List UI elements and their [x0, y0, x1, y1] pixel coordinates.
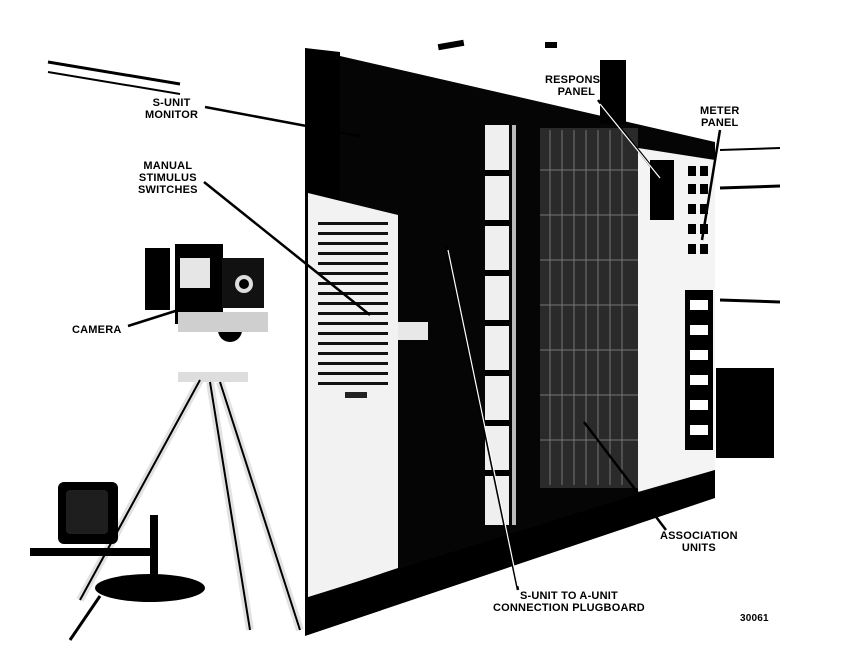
label-line: METER: [700, 105, 740, 117]
label-line: CONNECTION PLUGBOARD: [493, 602, 645, 614]
label-line: SWITCHES: [138, 184, 198, 196]
label-s-unit-monitor: S-UNIT MONITOR: [145, 97, 198, 121]
label-line: MANUAL: [143, 160, 193, 172]
label-line: PANEL: [557, 86, 596, 98]
label-line: UNITS: [681, 542, 716, 554]
label-line: CAMERA: [72, 324, 122, 336]
label-line: ASSOCIATION: [660, 530, 738, 542]
label-line: S-UNIT TO A-UNIT: [519, 590, 618, 602]
label-manual-stimulus-switches: MANUAL STIMULUS SWITCHES: [138, 160, 198, 196]
label-camera: CAMERA: [72, 324, 121, 336]
label-line: S-UNIT: [152, 97, 191, 109]
photo-number: 30061: [740, 613, 769, 624]
label-response-panel: RESPONSE PANEL: [545, 74, 608, 98]
label-meter-panel: METER PANEL: [700, 105, 740, 129]
label-association-units: ASSOCIATION UNITS: [660, 530, 738, 554]
label-line: STIMULUS: [138, 172, 197, 184]
grille-vents: [318, 222, 388, 385]
label-line: PANEL: [701, 117, 739, 129]
camera: [145, 244, 268, 382]
label-line: RESPONSE: [545, 74, 608, 86]
label-line: MONITOR: [145, 109, 199, 121]
label-connection-plugboard: S-UNIT TO A-UNIT CONNECTION PLUGBOARD: [493, 590, 645, 614]
